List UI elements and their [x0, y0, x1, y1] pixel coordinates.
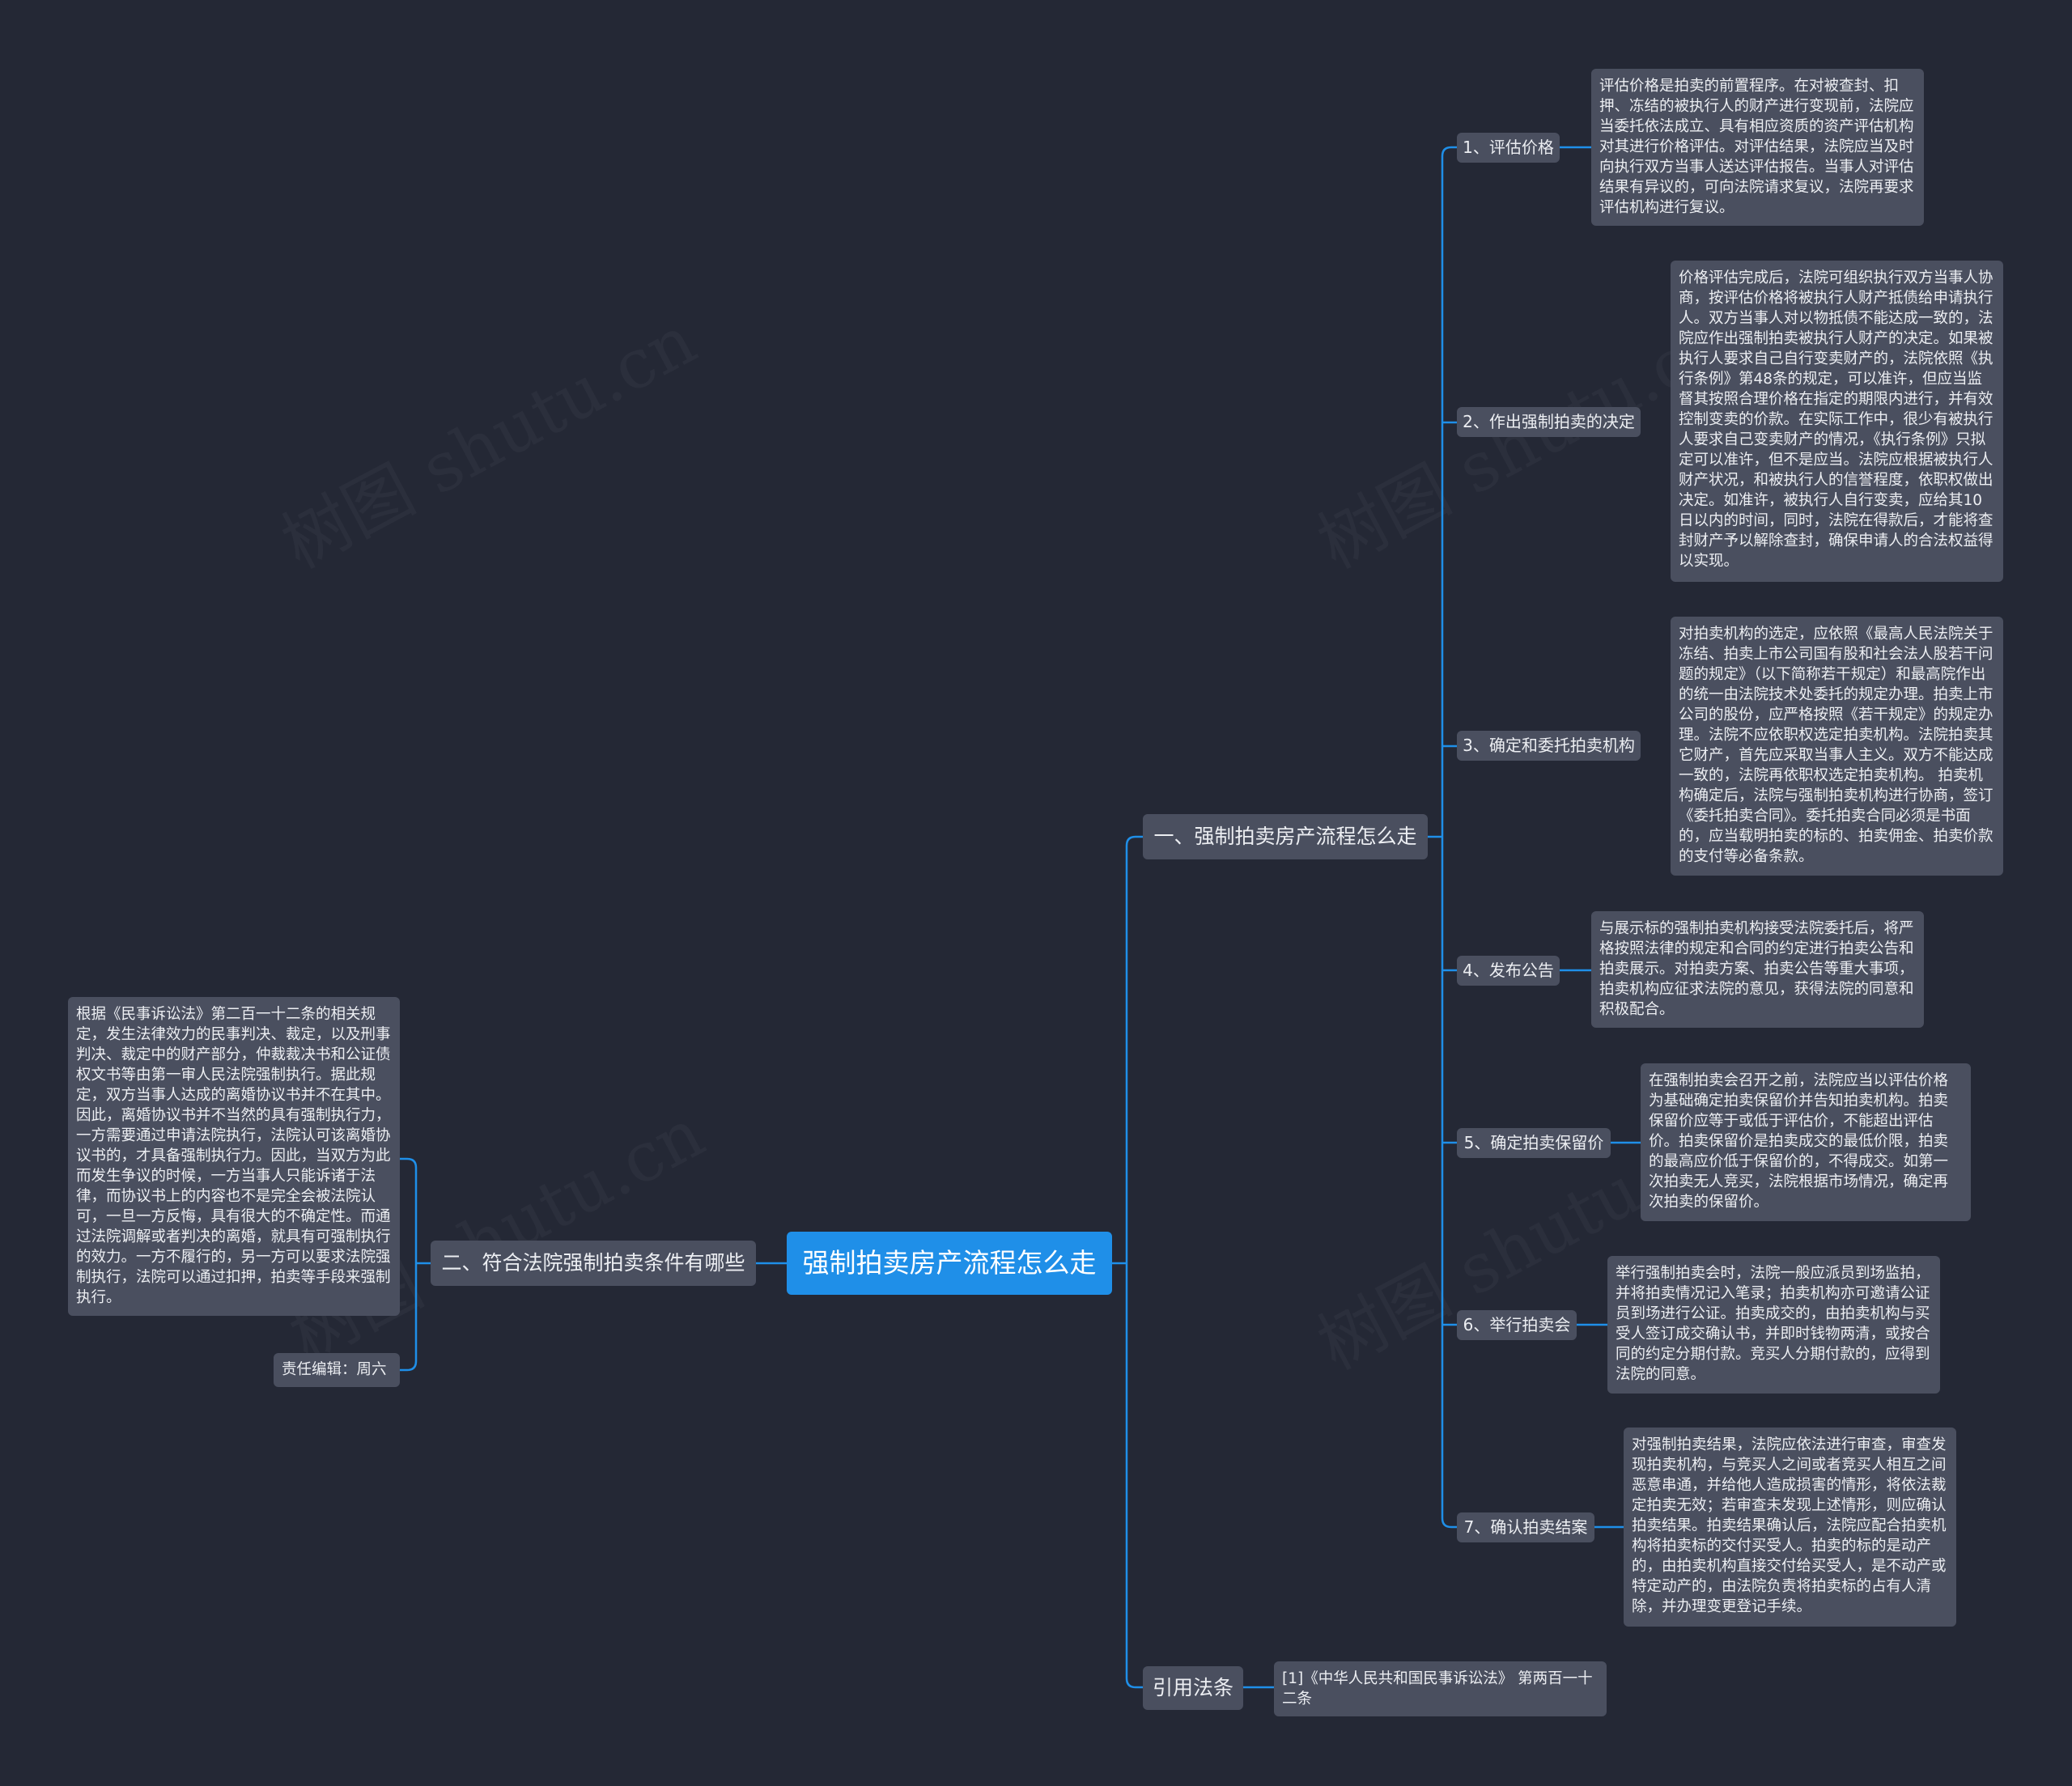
connector: [1125, 1678, 1143, 1689]
step-node-4[interactable]: 4、发布公告: [1457, 956, 1560, 986]
step-detail-5: 在强制拍卖会召开之前，法院应当以评估价格为基础确定拍卖保留价并告知拍卖机构。拍卖…: [1641, 1063, 1971, 1221]
connector: [1441, 146, 1457, 157]
step-detail-7: 对强制拍卖结果，法院应依法进行审查，审查发现拍卖机构，与竞买人之间或者竞买人相互…: [1624, 1428, 1956, 1627]
step-node-3[interactable]: 3、确定和委托拍卖机构: [1457, 731, 1641, 761]
branch-auction-conditions[interactable]: 二、符合法院强制拍卖条件有哪些: [431, 1241, 756, 1286]
connector: [400, 1157, 418, 1169]
step-node-6[interactable]: 6、举行拍卖会: [1457, 1310, 1577, 1340]
step-node-5[interactable]: 5、确定拍卖保留价: [1457, 1128, 1611, 1158]
step-detail-1: 评估价格是拍卖的前置程序。在对被查封、扣押、冻结的被执行人的财产进行变现前，法院…: [1591, 69, 1924, 226]
branch-cited-law[interactable]: 引用法条: [1143, 1666, 1243, 1710]
step-detail-2: 价格评估完成后，法院可组织执行双方当事人协商，按评估价格将被执行人财产抵债给申请…: [1671, 261, 2003, 582]
step-detail-3: 对拍卖机构的选定，应依照《最高人民法院关于冻结、拍卖上市公司国有股和社会法人股若…: [1671, 617, 2003, 876]
connector: [1441, 1517, 1457, 1529]
connector: [1125, 835, 1143, 846]
step-node-1[interactable]: 1、评估价格: [1457, 133, 1560, 163]
step-node-2[interactable]: 2、作出强制拍卖的决定: [1457, 407, 1641, 437]
step-node-7[interactable]: 7、确认拍卖结案: [1457, 1512, 1594, 1542]
cited-law-detail: [1]《中华人民共和国民事诉讼法》 第两百一十二条: [1274, 1661, 1607, 1716]
step-detail-6: 举行强制拍卖会时，法院一般应派员到场监拍，并将拍卖情况记入笔录；拍卖机构亦可邀请…: [1607, 1256, 1940, 1394]
branch-process-steps[interactable]: 一、强制拍卖房产流程怎么走: [1143, 814, 1428, 859]
step-detail-4: 与展示标的强制拍卖机构接受法院委托后，将严格按照法律的规定和合同的约定进行拍卖公…: [1591, 911, 1924, 1028]
connector: [400, 1360, 418, 1372]
auction-conditions-detail: 根据《民事诉讼法》第二百一十二条的相关规定，发生法律效力的民事判决、裁定，以及刑…: [68, 997, 400, 1316]
root-topic[interactable]: 强制拍卖房产流程怎么走: [787, 1232, 1112, 1295]
editor-credit: 责任编辑：周六: [274, 1353, 400, 1387]
